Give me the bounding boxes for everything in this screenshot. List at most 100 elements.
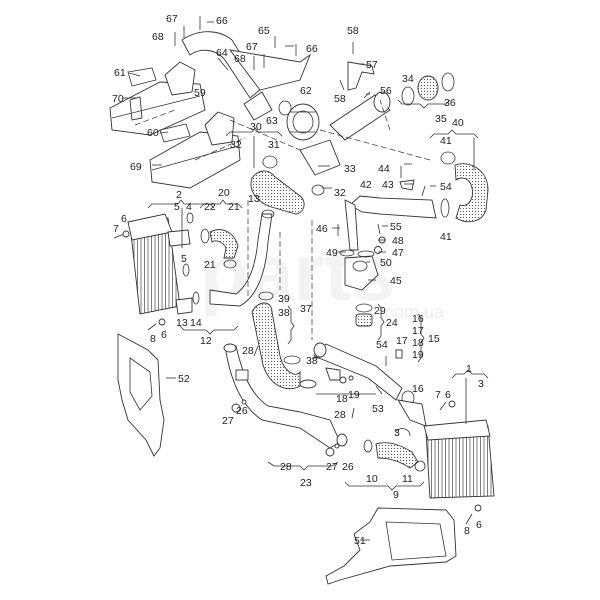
- clamp-29[interactable]: [355, 303, 373, 313]
- callout-22[interactable]: 22: [204, 201, 216, 213]
- callout-6a[interactable]: 6: [121, 213, 127, 225]
- washer-26b[interactable]: [334, 443, 340, 449]
- callout-45[interactable]: 45: [390, 275, 402, 287]
- bolt-7b[interactable]: [439, 401, 447, 411]
- o-ring-4[interactable]: [186, 212, 194, 224]
- callout-59[interactable]: 59: [194, 87, 206, 99]
- clamp-32b[interactable]: [311, 184, 325, 196]
- clamp-38[interactable]: [283, 355, 301, 365]
- callout-50[interactable]: 50: [380, 257, 392, 269]
- callout-21b[interactable]: 21: [228, 201, 240, 213]
- callout-23[interactable]: 23: [300, 477, 312, 489]
- clamp-13[interactable]: [261, 209, 275, 219]
- callout-18a[interactable]: 18: [412, 337, 424, 349]
- clamp-34[interactable]: [401, 86, 415, 106]
- nut-18[interactable]: [339, 376, 347, 384]
- bolt-7a[interactable]: [113, 233, 125, 239]
- air-duct-51[interactable]: [325, 507, 457, 585]
- clamp-36[interactable]: [441, 72, 455, 92]
- callout-52[interactable]: 52: [178, 373, 190, 385]
- callout-28a[interactable]: 28: [242, 345, 254, 357]
- callout-7b[interactable]: 7: [435, 389, 441, 401]
- clamp-41b[interactable]: [440, 198, 450, 218]
- callout-16a[interactable]: 16: [412, 313, 424, 325]
- callout-29[interactable]: 29: [374, 305, 386, 317]
- callout-54a[interactable]: 54: [376, 339, 388, 351]
- callout-14[interactable]: 14: [190, 317, 202, 329]
- callout-33[interactable]: 33: [344, 163, 356, 175]
- bolt-55[interactable]: [377, 223, 381, 235]
- o-ring-63[interactable]: [278, 100, 292, 116]
- bolt-54b[interactable]: [421, 185, 426, 197]
- o-ring-5[interactable]: [182, 263, 190, 277]
- bolt-53[interactable]: [375, 385, 383, 395]
- o-ring-22[interactable]: [200, 228, 210, 244]
- nut-27a[interactable]: [231, 403, 241, 413]
- pipe-42[interactable]: [344, 195, 437, 251]
- callout-28b[interactable]: 28: [334, 409, 346, 421]
- callout-58a[interactable]: 58: [347, 25, 359, 37]
- sleeve-24[interactable]: [355, 313, 373, 327]
- hose-20[interactable]: [209, 229, 239, 259]
- callout-20[interactable]: 20: [218, 187, 230, 199]
- callout-67a[interactable]: 67: [166, 13, 178, 25]
- charge-air-cooler-right[interactable]: [397, 399, 495, 499]
- callout-69[interactable]: 69: [130, 161, 142, 173]
- nut-6d[interactable]: [474, 504, 482, 512]
- callout-19a[interactable]: 19: [412, 349, 424, 361]
- callout-6d[interactable]: 6: [476, 519, 482, 531]
- gasket-60[interactable]: [159, 123, 191, 143]
- callout-66a[interactable]: 66: [216, 15, 228, 27]
- callout-63[interactable]: 63: [266, 115, 278, 127]
- callout-19b[interactable]: 19: [348, 389, 360, 401]
- callout-35[interactable]: 35: [435, 113, 447, 125]
- callout-17a[interactable]: 17: [412, 325, 424, 337]
- nut-6b[interactable]: [158, 318, 166, 326]
- callout-57[interactable]: 57: [366, 59, 378, 71]
- callout-37[interactable]: 37: [300, 303, 312, 315]
- air-duct-52[interactable]: [117, 333, 165, 457]
- callout-24[interactable]: 24: [386, 317, 398, 329]
- bolt-8b[interactable]: [465, 513, 473, 525]
- callout-27a[interactable]: 27: [222, 415, 234, 427]
- callout-12[interactable]: 12: [200, 335, 212, 347]
- callout-56[interactable]: 56: [380, 85, 392, 97]
- hose-32[interactable]: [250, 170, 305, 215]
- sleeve-35[interactable]: [417, 75, 439, 101]
- callout-26a[interactable]: 26: [236, 405, 248, 417]
- callout-27b[interactable]: 27: [326, 461, 338, 473]
- bolt-58b[interactable]: [339, 79, 345, 91]
- pipe-15[interactable]: [313, 342, 403, 401]
- callout-43[interactable]: 43: [382, 179, 394, 191]
- callout-47[interactable]: 47: [392, 247, 404, 259]
- bolt-28a[interactable]: [253, 345, 259, 357]
- callout-40[interactable]: 40: [452, 117, 464, 129]
- callout-32b[interactable]: 32: [334, 187, 346, 199]
- callout-31[interactable]: 31: [268, 139, 280, 151]
- o-ring-14[interactable]: [192, 291, 200, 305]
- callout-68a[interactable]: 68: [152, 31, 164, 43]
- callout-10[interactable]: 10: [366, 473, 378, 485]
- bracket-57[interactable]: [347, 61, 375, 91]
- callout-65[interactable]: 65: [258, 25, 270, 37]
- callout-5a[interactable]: 5: [174, 201, 180, 213]
- callout-39[interactable]: 39: [278, 293, 290, 305]
- callout-26b[interactable]: 26: [342, 461, 354, 473]
- callout-11[interactable]: 11: [402, 473, 413, 485]
- bracket-43[interactable]: [399, 179, 415, 191]
- clamp-41a[interactable]: [440, 151, 456, 165]
- callout-36[interactable]: 36: [444, 97, 456, 109]
- intake-manifold-left[interactable]: [109, 61, 206, 136]
- callout-70[interactable]: 70: [112, 93, 124, 105]
- hose-40[interactable]: [454, 163, 489, 223]
- callout-61[interactable]: 61: [114, 67, 126, 79]
- callout-32a[interactable]: 32: [230, 139, 242, 151]
- bolt-8a[interactable]: [147, 323, 157, 331]
- washer-19[interactable]: [348, 375, 354, 381]
- washer-26a[interactable]: [241, 399, 247, 405]
- gasket-61[interactable]: [127, 67, 157, 87]
- callout-3[interactable]: 3: [478, 378, 484, 390]
- callout-15[interactable]: 15: [428, 333, 440, 345]
- callout-1[interactable]: 1: [466, 363, 472, 375]
- callout-41b[interactable]: 41: [440, 231, 452, 243]
